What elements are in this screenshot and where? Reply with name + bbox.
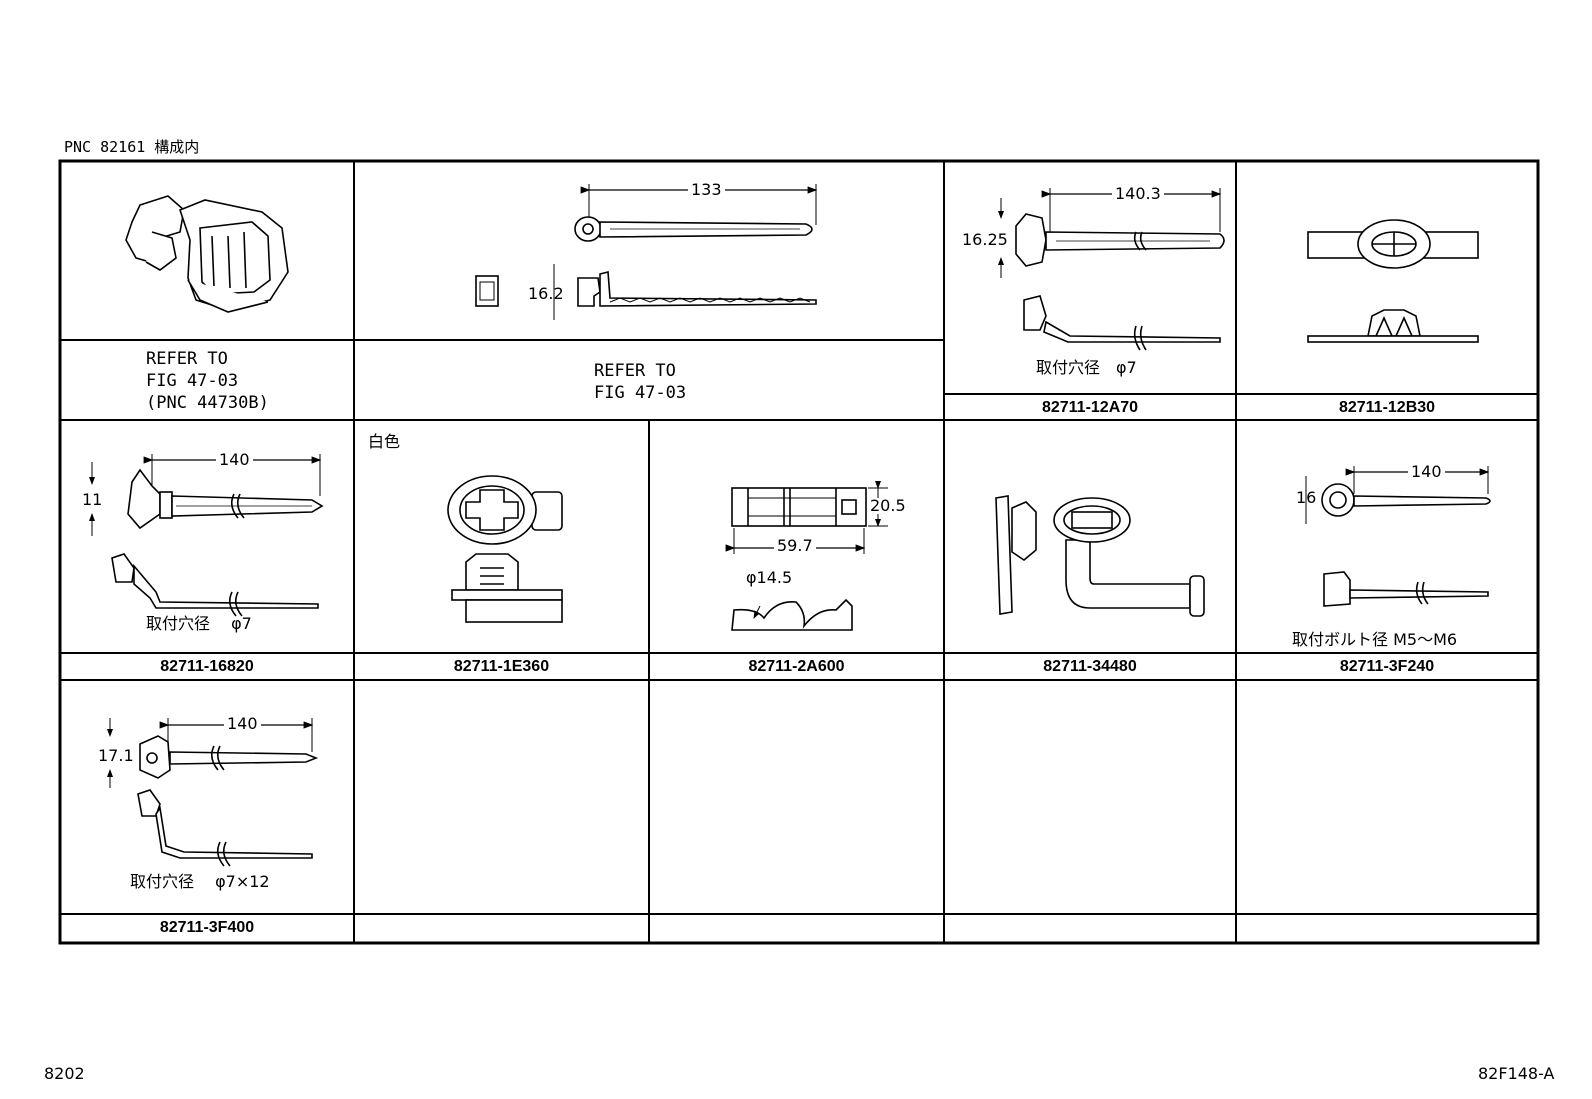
dim-height-r2c3: 20.5 — [868, 496, 908, 515]
refer-note-r1c2: REFER TO FIG 47-03 — [594, 361, 687, 403]
round-tie-r2c5 — [1305, 466, 1491, 607]
mount-note-r1c4: 取付穴径 φ7 — [1036, 358, 1137, 377]
clip-tie-r3c1 — [107, 718, 319, 867]
dim-length-r2c1: 140 — [216, 452, 253, 468]
dim-length-r1c2: 133 — [688, 182, 725, 198]
part-number-r2c1: 82711-16820 — [160, 658, 254, 675]
table-grid — [58, 159, 1540, 945]
dim-length-r2c5: 140 — [1408, 464, 1445, 480]
cable-tie-r1c2 — [475, 184, 818, 320]
color-note-r2c2: 白色 — [368, 432, 401, 451]
part-number-r2c5: 82711-3F240 — [1339, 658, 1435, 675]
dim-length-r3c1: 140 — [224, 716, 261, 732]
mount-note-r3c1: 取付穴径 φ7×12 — [130, 872, 270, 891]
mount-note-r2c5: 取付ボルト径 M5～M6 — [1292, 630, 1458, 649]
footer-page-code: 8202 — [44, 1064, 85, 1083]
part-number-r2c2: 82711-1E360 — [453, 658, 550, 675]
bracket-clip-r2c4 — [995, 495, 1205, 617]
clip-tie-r1c4 — [998, 188, 1225, 351]
refer-note-r1c1: REFER TO FIG 47-03 (PNC 44730B) — [146, 349, 269, 413]
dim-height-r2c5: 16 — [1296, 488, 1317, 507]
pnc-header-label: PNC 82161 構成内 — [64, 138, 200, 156]
dim-height-r1c4: 16.25 — [962, 230, 1008, 249]
clamp-illustration-r1c1 — [125, 195, 289, 313]
dim-height-r3c1: 17.1 — [98, 746, 134, 765]
oval-clip-r1c5 — [1307, 219, 1479, 343]
part-number-r1c5: 82711-12B30 — [1338, 399, 1436, 416]
mount-note-r2c1: 取付穴径 φ7 — [146, 614, 252, 633]
twin-clamp-r2c3 — [725, 481, 888, 631]
part-number-r1c4: 82711-12A70 — [1041, 399, 1139, 416]
part-number-r2c4: 82711-34480 — [1043, 658, 1137, 675]
white-clip-r2c2 — [447, 475, 563, 623]
dim-height-r2c1: 11 — [82, 490, 103, 509]
part-number-r3c1: 82711-3F400 — [159, 919, 255, 936]
footer-figure-code: 82F148-A — [1478, 1064, 1555, 1083]
dim-length-r1c4: 140.3 — [1112, 186, 1164, 202]
dim-diameter-r2c3: φ14.5 — [746, 568, 793, 587]
dim-height-r1c2: 16.2 — [528, 284, 564, 303]
clip-tie-r2c1 — [89, 454, 324, 617]
part-number-r2c3: 82711-2A600 — [748, 658, 845, 675]
dim-length-r2c3: 59.7 — [774, 538, 816, 554]
